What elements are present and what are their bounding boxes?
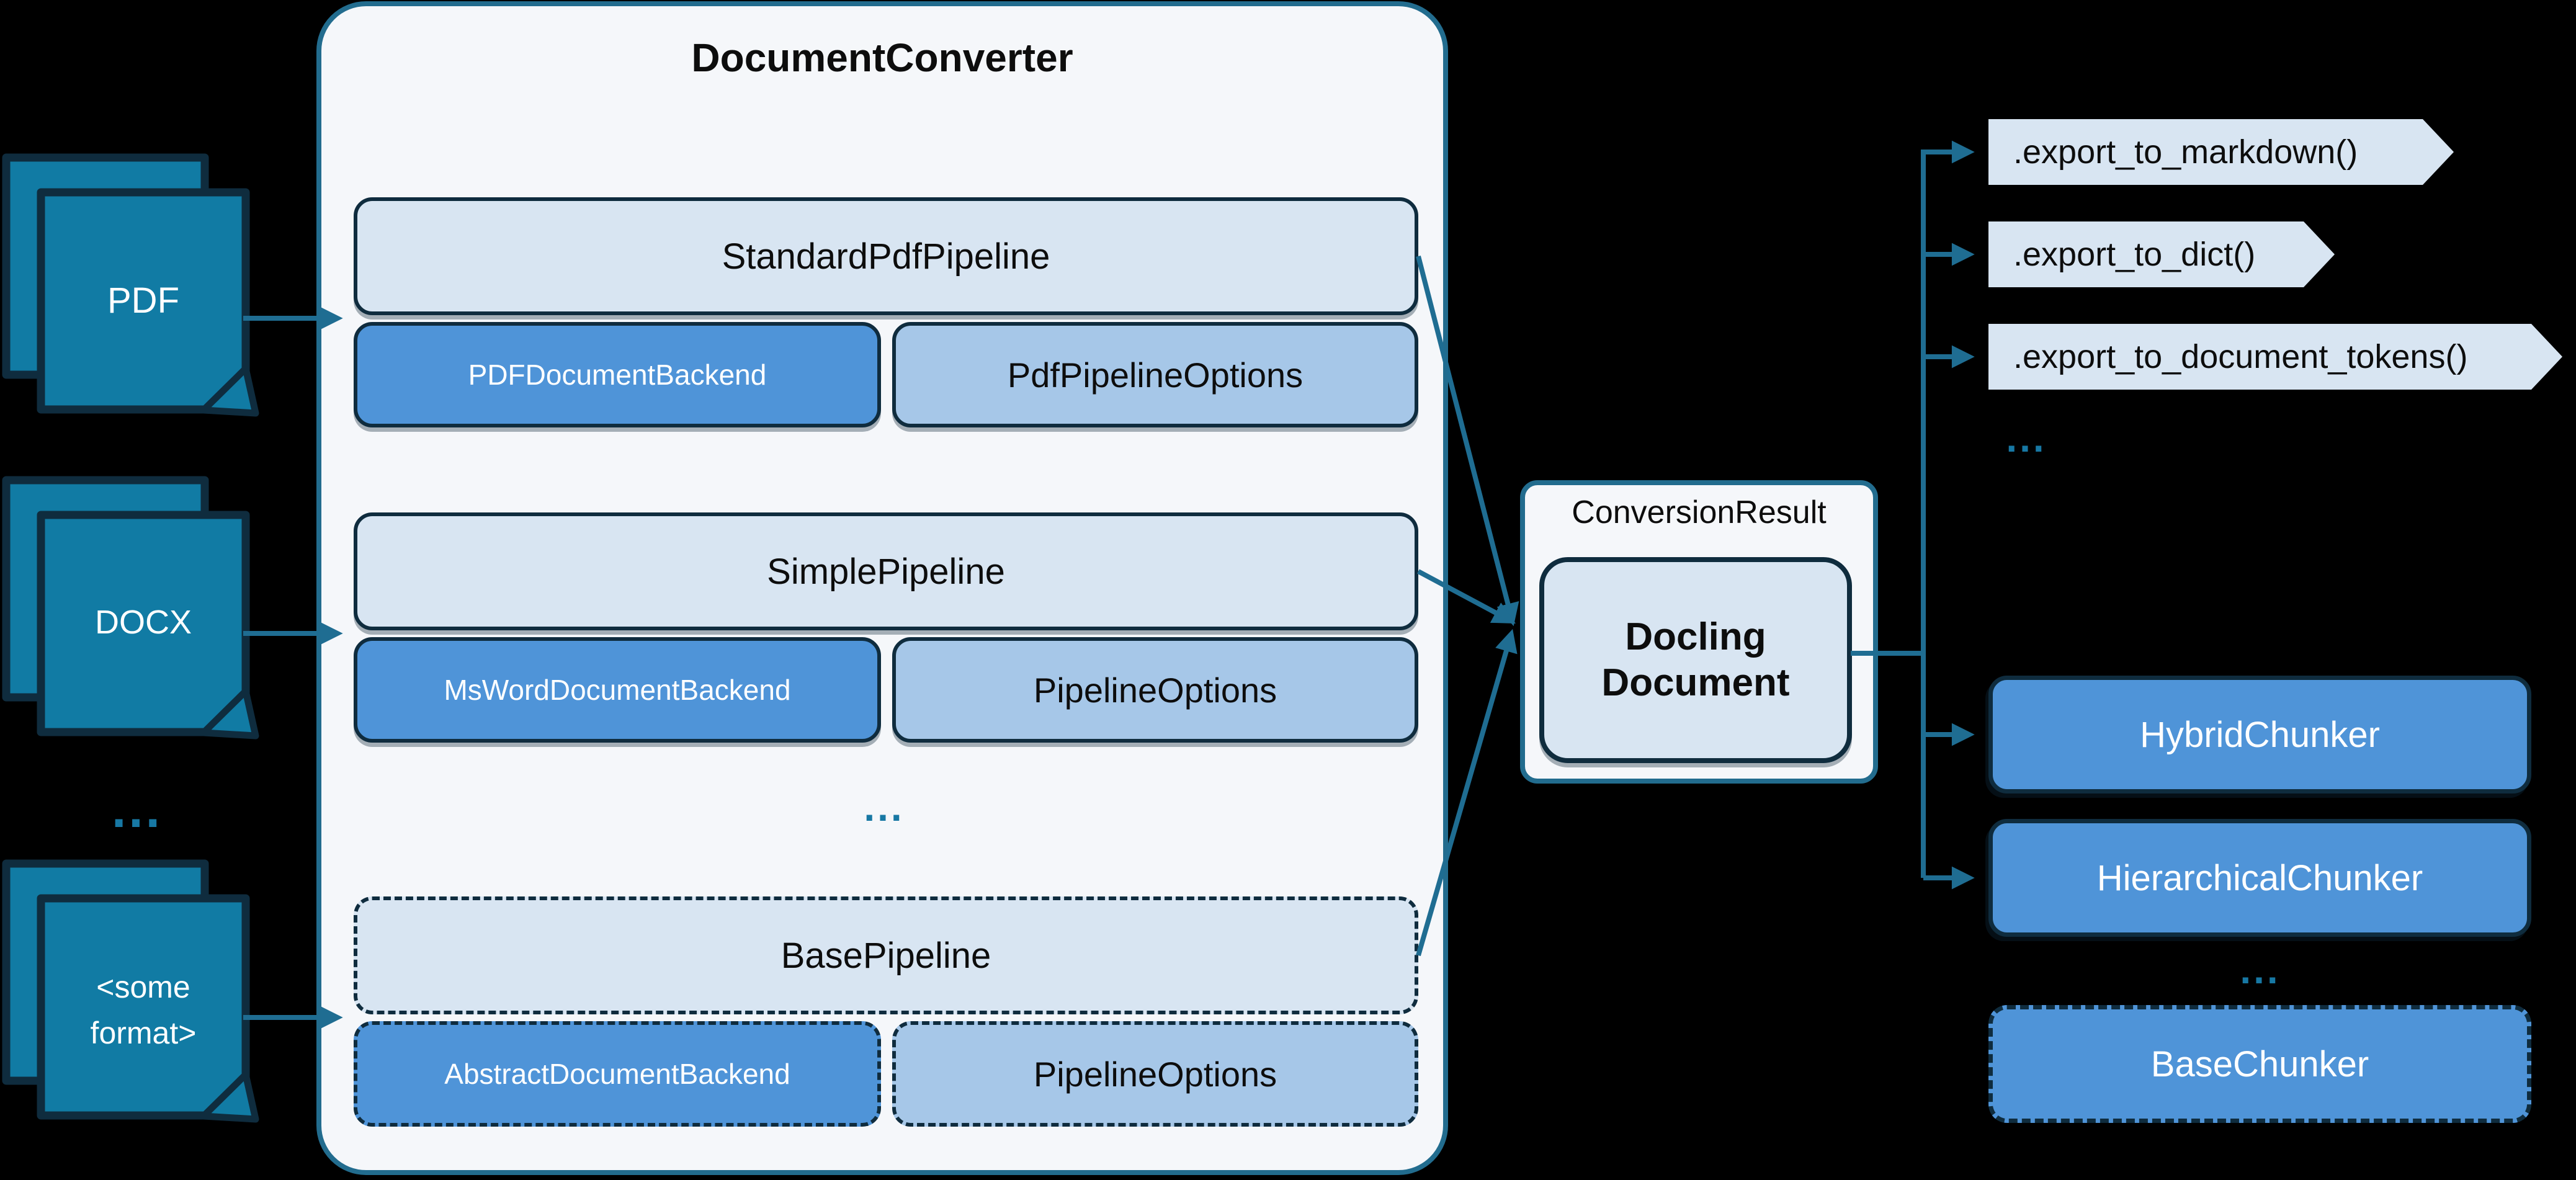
some-format-label-line1: <some — [96, 970, 190, 1004]
simple-pipeline-box: SimplePipeline — [354, 512, 1418, 630]
base-pipeline-box: BasePipeline — [354, 896, 1418, 1014]
chunkers-ellipsis: ... — [2240, 947, 2281, 992]
export-to-document-tokens-tag: .export_to_document_tokens() — [1988, 324, 2562, 390]
converter-ellipsis: ... — [864, 785, 905, 829]
document-converter-title: DocumentConverter — [691, 35, 1073, 80]
base-chunker-box: BaseChunker — [1988, 1005, 2531, 1123]
some-format-document-icon: <some format> — [2, 859, 259, 1123]
pdf-document-backend-box: PDFDocumentBackend — [354, 322, 881, 427]
pdf-label: PDF — [107, 280, 179, 321]
pdf-document-icon: PDF — [2, 153, 259, 417]
pdf-page-fold — [200, 365, 259, 417]
abstract-document-backend-box: AbstractDocumentBackend — [354, 1021, 881, 1127]
export-to-markdown-tag: .export_to_markdown() — [1988, 119, 2454, 185]
some-format-label-line2: format> — [91, 1016, 197, 1050]
docx-page-fold — [200, 687, 259, 740]
pipeline-options-box: PipelineOptions — [892, 637, 1418, 743]
docling-document-line1: Docling — [1625, 615, 1766, 658]
docx-label: DOCX — [95, 604, 192, 641]
standard-pdf-pipeline-box: StandardPdfPipeline — [354, 197, 1418, 315]
hybrid-chunker-box: HybridChunker — [1988, 676, 2531, 793]
docx-document-icon: DOCX — [2, 476, 259, 740]
docling-document-box: Docling Document — [1539, 557, 1852, 763]
msword-document-backend-box: MsWordDocumentBackend — [354, 637, 881, 743]
input-ellipsis: ... — [111, 780, 163, 838]
docling-document-line2: Document — [1601, 661, 1790, 704]
exports-ellipsis: ... — [2006, 416, 2047, 460]
some-format-front-page — [37, 894, 250, 1120]
some-format-page-fold — [200, 1071, 259, 1123]
pdf-pipeline-options-box: PdfPipelineOptions — [892, 322, 1418, 427]
conversion-result-label: ConversionResult — [1572, 494, 1827, 530]
export-to-dict-tag: .export_to_dict() — [1988, 221, 2335, 287]
abstract-pipeline-options-box: PipelineOptions — [892, 1021, 1418, 1127]
hierarchical-chunker-box: HierarchicalChunker — [1988, 819, 2531, 937]
